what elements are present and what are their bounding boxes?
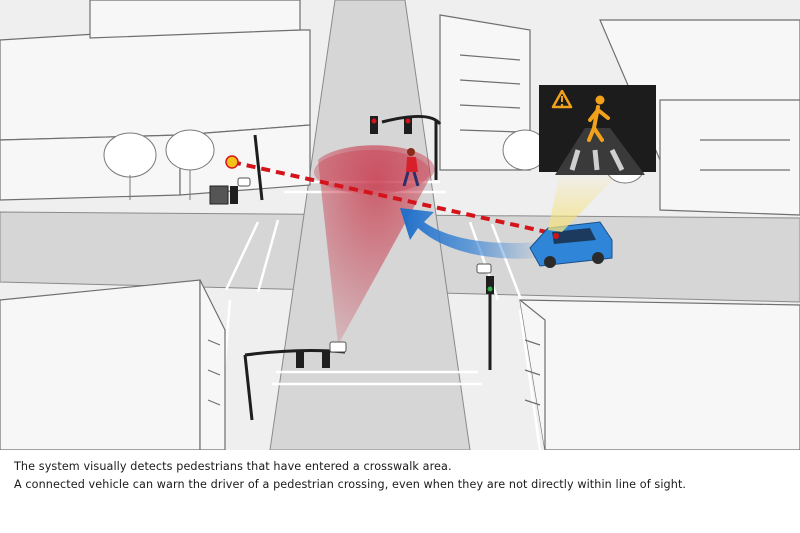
caption-line-2: A connected vehicle can warn the driver … bbox=[14, 478, 687, 491]
building-bottom-right bbox=[519, 299, 800, 450]
intersection-illustration bbox=[0, 0, 800, 450]
trees-left bbox=[103, 129, 215, 200]
building-bottom-left bbox=[0, 279, 226, 450]
pedestrian-icon bbox=[587, 95, 610, 142]
driver-alert-beam bbox=[548, 172, 620, 232]
warning-triangle-icon bbox=[551, 89, 573, 109]
warning-arrow bbox=[400, 208, 540, 259]
caption-line-1: The system visually detects pedestrians … bbox=[14, 460, 452, 473]
communication-link bbox=[231, 160, 561, 237]
traffic-light-icon bbox=[209, 116, 494, 368]
camera-icon bbox=[237, 177, 492, 353]
pedestrian-figure bbox=[402, 148, 420, 187]
detection-cone bbox=[318, 145, 435, 345]
car-icon bbox=[529, 221, 613, 268]
detection-zone bbox=[314, 150, 430, 194]
